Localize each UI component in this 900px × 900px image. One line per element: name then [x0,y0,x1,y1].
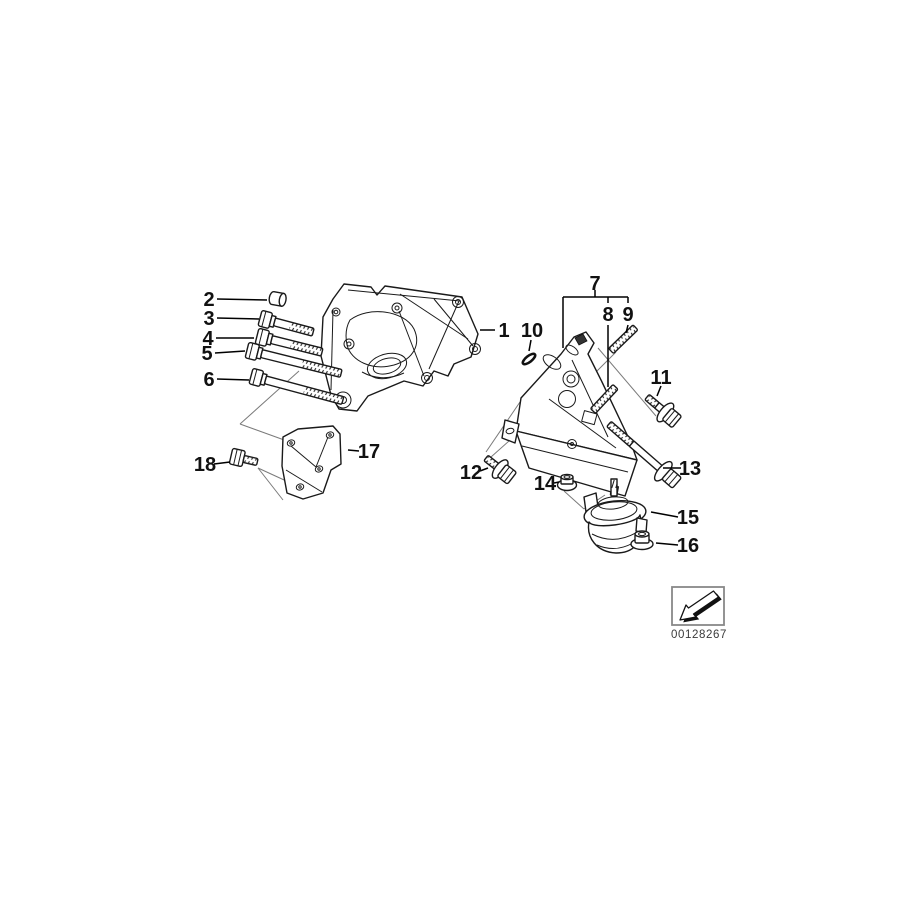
part-1-main-bracket-drawing[interactable] [320,283,481,412]
callouts: 1 2 3 4 5 6 7 8 9 10 11 12 13 14 15 16 1… [194,273,701,557]
callout-4[interactable]: 4 [202,328,214,350]
callout-1[interactable]: 1 [498,320,509,342]
part-4-bolt-drawing[interactable] [254,327,324,360]
callout-3[interactable]: 3 [203,308,214,330]
part-3-bolt-drawing[interactable] [257,310,315,340]
callout-13[interactable]: 13 [679,458,701,480]
callout-18[interactable]: 18 [194,454,216,476]
callout-9[interactable]: 9 [622,304,633,326]
callout-11[interactable]: 11 [650,367,671,389]
callout-15[interactable]: 15 [677,507,699,529]
part-8-stud-drawing[interactable] [590,384,619,414]
callout-16[interactable]: 16 [677,535,699,557]
callout-17[interactable]: 17 [358,441,380,463]
part-9-stud-drawing[interactable] [608,324,638,354]
callout-10[interactable]: 10 [521,320,543,342]
callout-7-bracket [562,290,629,348]
callout-14[interactable]: 14 [534,473,557,495]
part-5-bolt-drawing[interactable] [244,341,343,381]
leader-lines [213,290,681,546]
part-18-bolt-drawing[interactable] [228,447,259,470]
part-14-nut-drawing[interactable] [556,473,578,492]
arm-stud-tip [574,333,588,346]
callout-5[interactable]: 5 [201,343,212,365]
callout-12[interactable]: 12 [460,462,482,484]
part-11-bolt-drawing[interactable] [640,388,685,431]
part-6-bolt-drawing[interactable] [248,368,345,408]
part-7-support-arm-drawing[interactable] [501,331,638,497]
image-code: 00128267 [671,629,727,641]
bolt-hole-icons [331,296,481,409]
part-13-bolt-drawing[interactable] [601,415,685,492]
part-10-oring-drawing[interactable] [521,352,537,366]
callout-7[interactable]: 7 [589,273,600,295]
part-2-spacer-drawing[interactable] [268,290,287,307]
callout-6[interactable]: 6 [203,369,214,391]
callout-2[interactable]: 2 [203,289,214,311]
part-17-bracket-drawing[interactable] [281,425,342,500]
part-15-engine-mount-drawing[interactable] [583,478,648,554]
callout-8[interactable]: 8 [602,304,613,326]
part-16-nut-drawing[interactable] [630,530,654,551]
catalog-stamp: 00128267 [671,586,727,641]
part-12-bolt-drawing[interactable] [479,449,519,487]
change-arrow-icon [679,590,722,623]
